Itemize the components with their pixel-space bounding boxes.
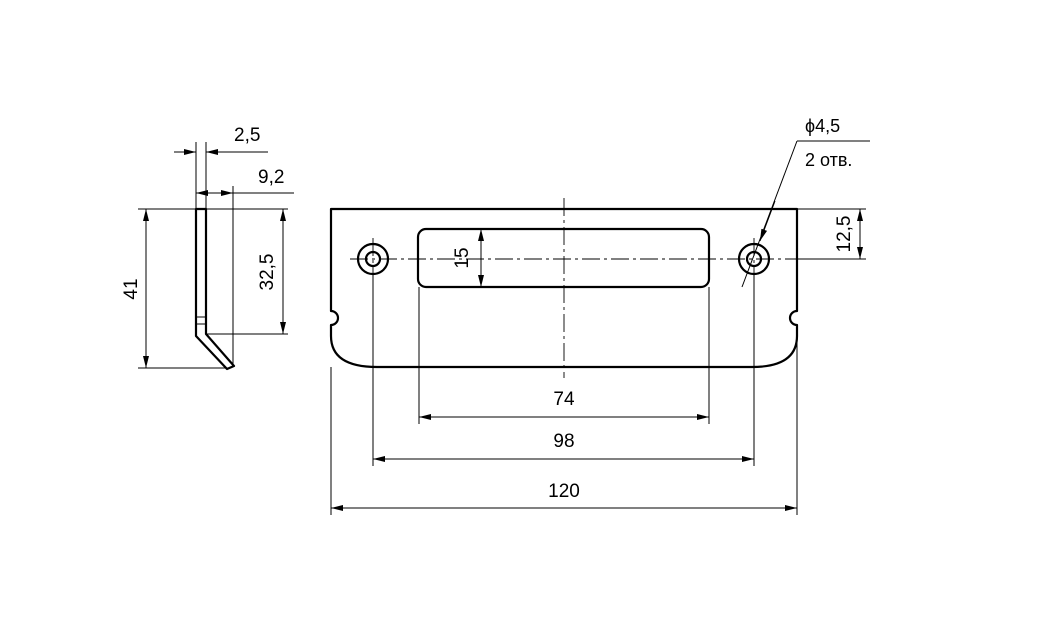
dim-total-width: 120	[331, 481, 797, 511]
dim-slot-width-label: 74	[553, 389, 575, 410]
dim-bend-offset-label: 9,2	[258, 167, 284, 188]
dim-thickness: 2,5	[174, 125, 268, 155]
dim-upper-height: 32,5	[257, 209, 286, 334]
dim-slot-height-label: 15	[452, 247, 473, 268]
dim-hole-spacing: 98	[373, 431, 754, 462]
dim-total-width-label: 120	[548, 481, 580, 502]
dim-total-height: 41	[121, 209, 149, 368]
side-view: 2,5 9,2 41 32,5	[121, 125, 294, 371]
front-view: 15 12,5 74 98 120 ϕ4,5 2 отв.	[329, 116, 870, 515]
dim-upper-height-label: 32,5	[257, 254, 278, 291]
dim-bend-offset: 9,2	[196, 167, 294, 196]
dim-slot-width: 74	[419, 389, 709, 420]
hole-count-label: 2 отв.	[805, 150, 852, 170]
plate-outline	[329, 207, 799, 369]
side-profile	[194, 207, 236, 371]
dim-total-height-label: 41	[121, 278, 142, 299]
dim-thickness-label: 2,5	[234, 125, 260, 146]
hole-diameter-label: ϕ4,5	[805, 116, 840, 136]
hole-leader: ϕ4,5 2 отв.	[741, 116, 870, 288]
dim-hole-offset-label: 12,5	[834, 216, 855, 253]
dim-hole-offset: 12,5	[834, 209, 863, 259]
dim-slot-height: 15	[452, 229, 484, 287]
slot	[416, 227, 711, 289]
dim-hole-spacing-label: 98	[553, 431, 574, 452]
